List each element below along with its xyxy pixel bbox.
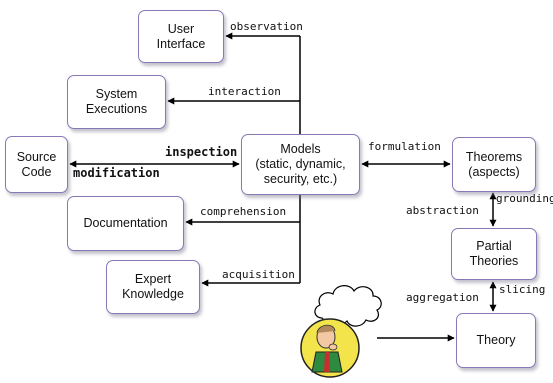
source-code-label: Source Code [16, 149, 57, 179]
documentation-box: Documentation [67, 196, 184, 251]
label-inspection: inspection [165, 145, 238, 159]
source-code-box: Source Code [5, 136, 68, 193]
label-acquisition: acquisition [222, 268, 295, 281]
system-executions-box: System Executions [67, 75, 166, 129]
models-label: Models (static, dynamic, security, etc.) [255, 142, 346, 186]
label-slicing: slicing [499, 283, 546, 296]
label-grounding: grounding [496, 192, 553, 205]
models-box: Models (static, dynamic, security, etc.) [241, 134, 360, 195]
label-comprehension: comprehension [200, 205, 287, 218]
label-modification: modification [73, 166, 160, 180]
theorems-box: Theorems (aspects) [452, 137, 536, 192]
expert-knowledge-box: Expert Knowledge [106, 260, 200, 314]
label-abstraction: abstraction [406, 204, 479, 217]
label-aggregation: aggregation [406, 291, 479, 304]
partial-theories-label: Partial Theories [469, 239, 519, 268]
system-executions-label: System Executions [85, 87, 148, 116]
documentation-label: Documentation [83, 216, 168, 230]
partial-theories-box: Partial Theories [451, 228, 537, 280]
theory-box: Theory [456, 313, 536, 368]
user-interface-label: User Interface [156, 21, 206, 51]
theorems-label: Theorems (aspects) [465, 149, 523, 179]
label-formulation: formulation [368, 140, 441, 153]
user-interface-box: User Interface [138, 10, 224, 63]
theory-label: Theory [476, 333, 516, 347]
thinking-person-icon [300, 285, 382, 378]
label-interaction: interaction [208, 85, 281, 98]
expert-knowledge-label: Expert Knowledge [122, 272, 184, 301]
label-observation: observation [230, 20, 303, 33]
